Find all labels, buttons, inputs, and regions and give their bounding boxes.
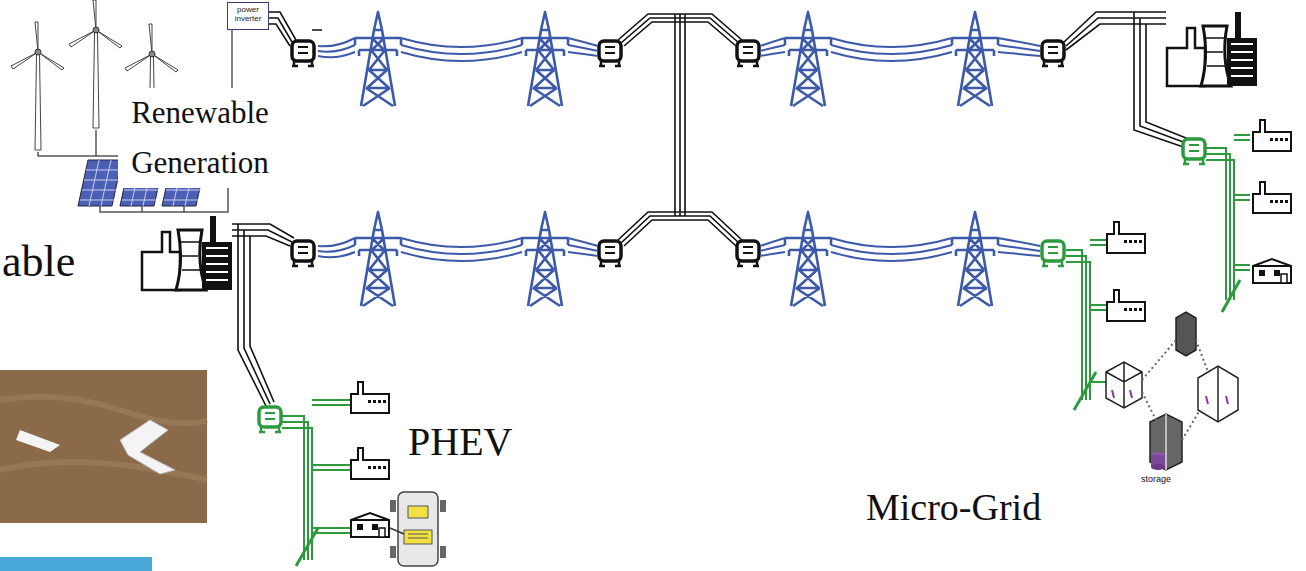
section-label: PHEV (408, 418, 512, 466)
section-label: able (2, 236, 75, 288)
section-label: Renewable Generation (118, 88, 282, 188)
section-label: Micro-Grid (866, 484, 1041, 530)
node-text: power inverter (230, 5, 266, 23)
inverter-box: power inverter (227, 2, 269, 30)
storage-label: storage (1141, 474, 1171, 485)
